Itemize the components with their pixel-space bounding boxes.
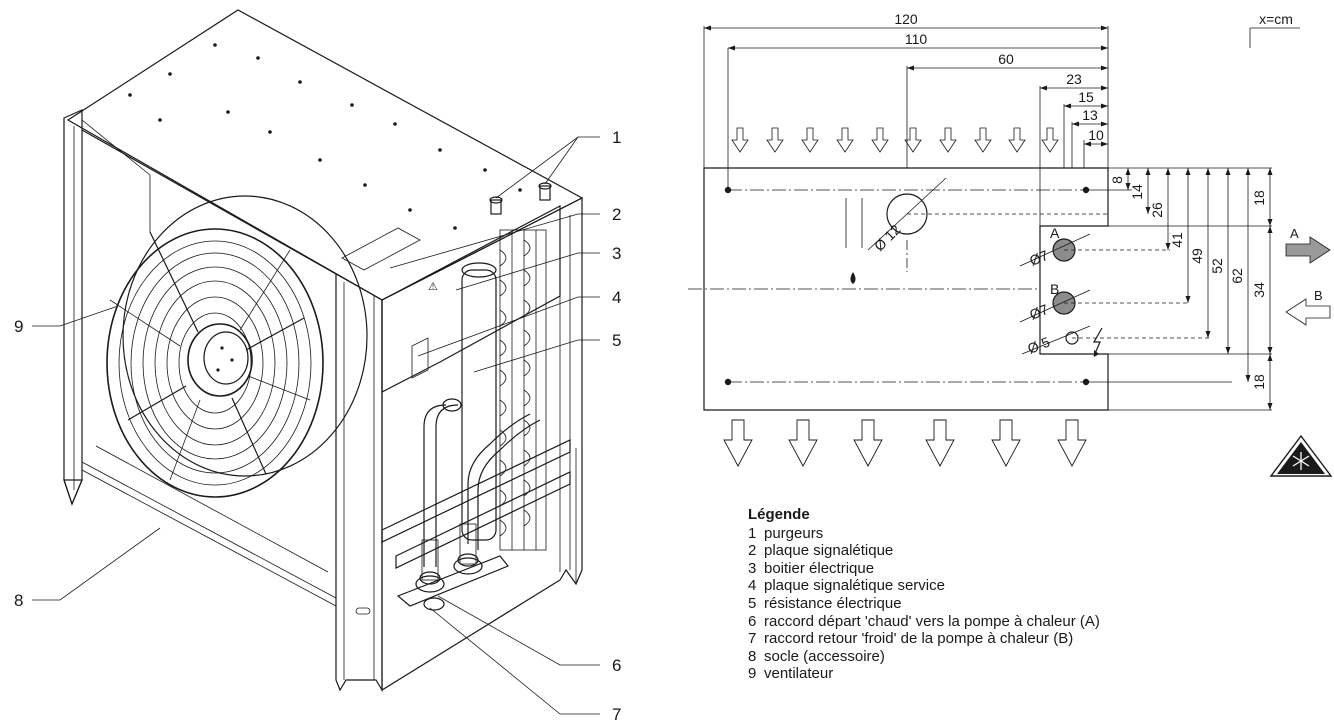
unit-isometric-drawing: ⚠ [63,9,584,693]
callout-leaders [32,136,600,715]
svg-text:A: A [1290,226,1299,241]
callout-7: 7 [612,705,621,724]
fixing-hole [724,378,732,386]
airflow-arrow-icon [788,419,818,467]
callout-8: 8 [14,591,23,610]
dim-v-bottom-margin: 18 [1251,374,1267,390]
airflow-arrow-icon [974,127,992,153]
airflow-arrow-icon [723,419,753,467]
dim-v-top-margin: 18 [1251,190,1267,206]
airflow-in-arrows [731,127,1059,153]
dim-v-notch-top: 8 [1109,176,1125,184]
dim-to-drain: 60 [998,51,1014,67]
dim-to-elec: 10 [1088,127,1104,143]
dim-width-holes: 110 [905,31,928,47]
water-drop-icon [850,272,856,284]
dim-to-notch: 23 [1066,71,1082,87]
port-label-b: B [1050,281,1059,297]
airflow-arrow-icon [801,127,819,153]
callout-5: 5 [612,331,621,350]
frost-warning-icon [1269,434,1333,477]
dim-v-b: 41 [1169,232,1185,248]
port-label-a: A [1050,225,1060,241]
dim-v-notch-height: 34 [1251,282,1267,298]
unit-label: x=cm [1259,11,1293,27]
airflow-arrow-icon [766,127,784,153]
airflow-arrow-icon [871,127,889,153]
dim-to-b: 13 [1082,107,1098,123]
flow-arrow-b: B [1285,288,1331,326]
airflow-arrow-icon [836,127,854,153]
fan-assembly [106,195,368,498]
legend-title: Légende [748,506,810,523]
air-bleed-valves [489,182,552,215]
dim-v-hole-bot: 62 [1229,268,1245,284]
callout-1: 1 [612,128,621,147]
electric-entry [1065,331,1079,345]
airflow-arrow-icon [925,419,955,467]
airflow-arrow-icon [853,419,883,467]
airflow-arrow-icon [904,127,922,153]
dimension-drawing: 120 110 60 23 15 13 10 x=cm [688,11,1333,477]
flow-arrow-a: A [1285,226,1331,264]
hydraulic-connectors [396,523,509,611]
dim-v-elec: 49 [1189,248,1205,264]
dim-width-total: 120 [894,11,918,27]
dim-v-drain: 26 [1149,202,1165,218]
diam-a: Ø7 [1027,247,1051,269]
diam-elec: Ø 5 [1025,333,1052,356]
airflow-arrow-icon [731,127,749,153]
airflow-arrow-icon [1041,127,1059,153]
callout-3: 3 [612,244,621,263]
drain-opening [886,193,928,235]
airflow-arrow-icon [939,127,957,153]
diam-b: Ø7 [1027,301,1051,323]
airflow-out-arrows [723,419,1087,467]
airflow-arrow-icon [1057,419,1087,467]
callout-numbers: 1 2 3 4 5 6 7 8 9 [14,128,621,724]
airflow-arrow-icon [1008,127,1026,153]
callout-4: 4 [612,288,621,307]
diam-drain: Ø 12 [871,221,904,254]
dim-v-notch-bot: 52 [1209,258,1225,274]
callout-6: 6 [612,656,621,675]
dim-to-a: 15 [1078,89,1094,105]
callout-9: 9 [14,317,23,336]
lightning-icon [1092,327,1103,357]
top-screws [128,43,522,230]
svg-text:B: B [1314,288,1323,303]
warning-triangle-icon: ⚠ [428,281,438,293]
airflow-arrow-icon [991,419,1021,467]
callout-2: 2 [612,205,621,224]
dim-v-a: 14 [1129,184,1145,200]
